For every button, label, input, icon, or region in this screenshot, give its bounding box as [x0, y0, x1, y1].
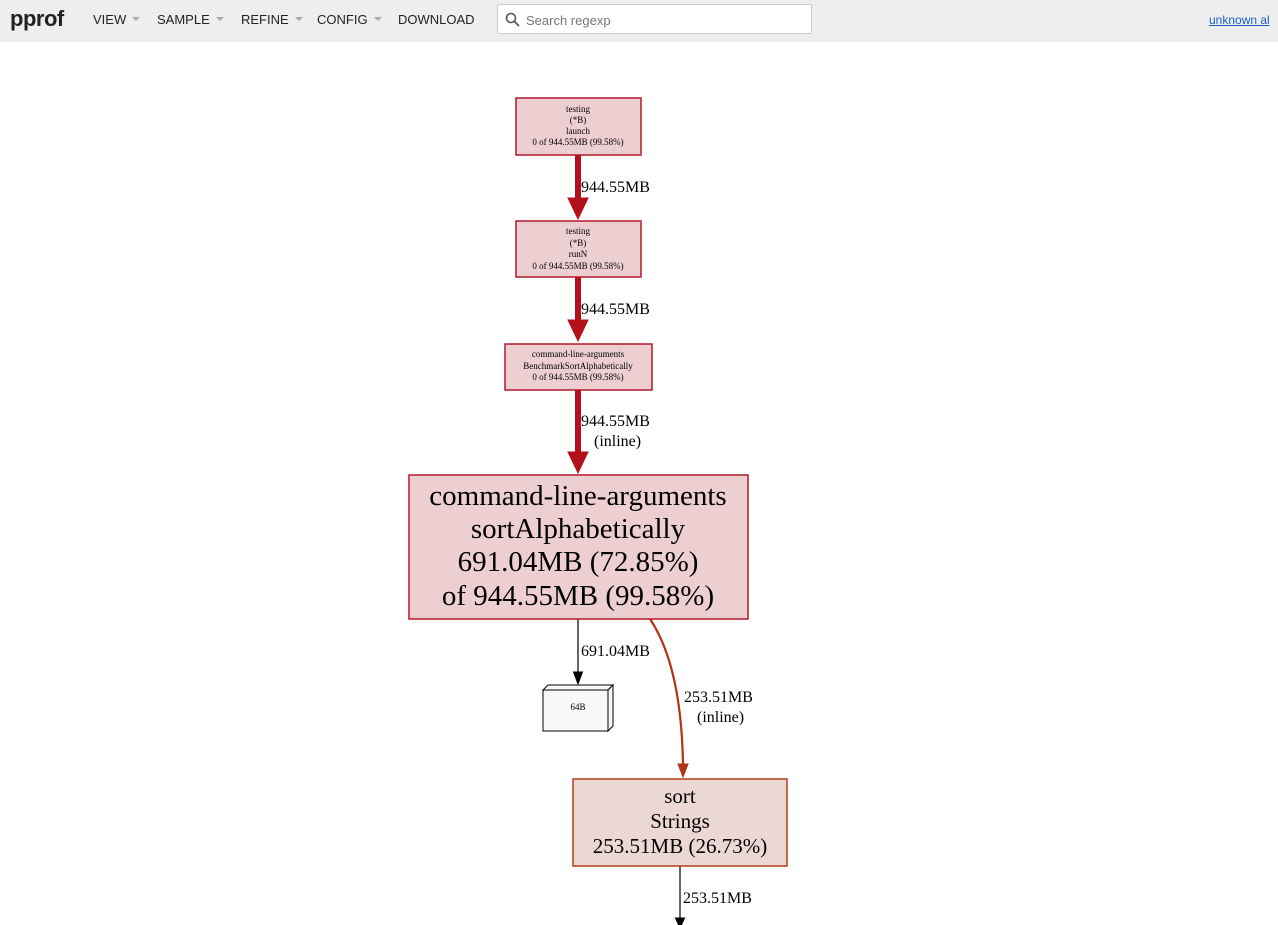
node-64b-allocation-box[interactable]: 64B: [541, 683, 615, 733]
node-text-line: 691.04MB (72.85%): [458, 546, 699, 578]
edge-runn-to-benchmark[interactable]: 944.55MB: [567, 277, 650, 343]
node-text-line: testing: [566, 226, 590, 236]
node-text-line: command-line-arguments: [532, 349, 625, 359]
node-text-line: 64B: [570, 702, 585, 712]
edge-label: 944.55MB: [581, 301, 650, 318]
search-icon: [505, 12, 520, 27]
node-text-line: 0 of 944.55MB (99.58%): [532, 261, 623, 271]
menu-config[interactable]: CONFIG: [317, 12, 382, 27]
caret-down-icon: [294, 16, 303, 21]
node-text-line: Strings: [650, 809, 710, 833]
node-testing-b-runn[interactable]: testing (*B) runN 0 of 944.55MB (99.58%): [515, 220, 642, 278]
node-benchmark-sort-alphabetically[interactable]: command-line-arguments BenchmarkSortAlph…: [504, 343, 653, 391]
menu-refine[interactable]: REFINE: [241, 12, 303, 27]
node-text-line: BenchmarkSortAlphabetically: [523, 361, 633, 371]
node-sort-strings[interactable]: sort Strings 253.51MB (26.73%): [572, 778, 788, 867]
node-text-line: sortAlphabetically: [471, 513, 686, 545]
edge-launch-to-runn[interactable]: 944.55MB: [567, 155, 650, 221]
edge-sort-strings-outgoing[interactable]: 253.51MB: [674, 866, 752, 925]
node-text-line: runN: [569, 249, 588, 259]
top-toolbar: pprof VIEW SAMPLE REFINE CONFIG DOWNLOAD…: [0, 0, 1278, 42]
edge-label: 944.55MB: [581, 413, 650, 430]
edge-label: 691.04MB: [581, 643, 650, 660]
edge-label-inline: (inline): [594, 433, 641, 450]
node-sort-alphabetically[interactable]: command-line-arguments sortAlphabeticall…: [408, 474, 749, 620]
node-text-line: command-line-arguments: [429, 480, 726, 512]
search-box: [497, 4, 812, 34]
edge-sortalphabetically-to-sort-strings[interactable]: 253.51MB (inline): [649, 618, 753, 779]
call-graph: 944.55MB 944.55MB 944.55MB (inline) 691.…: [408, 97, 788, 925]
edge-label-inline: (inline): [697, 709, 744, 726]
menu-view[interactable]: VIEW: [93, 12, 141, 27]
menu-view-label: VIEW: [93, 12, 127, 27]
search-input[interactable]: [524, 9, 808, 31]
caret-down-icon: [215, 16, 224, 21]
node-text-line: (*B): [570, 238, 587, 248]
menu-config-label: CONFIG: [317, 12, 368, 27]
edge-label: 253.51MB: [684, 689, 753, 706]
node-text-line: launch: [566, 126, 590, 136]
edge-benchmark-to-sortalphabetically[interactable]: 944.55MB (inline): [567, 390, 650, 475]
menu-refine-label: REFINE: [241, 12, 289, 27]
node-text-line: testing: [566, 104, 590, 114]
menu-download-label: DOWNLOAD: [398, 12, 475, 27]
edge-label: 253.51MB: [683, 890, 752, 907]
menu-download[interactable]: DOWNLOAD: [398, 12, 475, 27]
menu-sample[interactable]: SAMPLE: [157, 12, 224, 27]
caret-down-icon: [132, 16, 141, 21]
node-text-line: sort: [664, 784, 696, 808]
node-text-line: 253.51MB (26.73%): [593, 834, 767, 858]
menu-sample-label: SAMPLE: [157, 12, 210, 27]
node-text-line: 0 of 944.55MB (99.58%): [532, 137, 623, 147]
pprof-logo[interactable]: pprof: [10, 6, 64, 31]
node-text-line: 0 of 944.55MB (99.58%): [532, 372, 623, 382]
node-text-line: (*B): [570, 115, 587, 125]
edge-label: 944.55MB: [581, 179, 650, 196]
node-text-line: of 944.55MB (99.58%): [442, 580, 714, 612]
user-link[interactable]: unknown al: [1209, 13, 1270, 27]
caret-down-icon: [373, 16, 382, 21]
node-testing-b-launch[interactable]: testing (*B) launch 0 of 944.55MB (99.58…: [515, 97, 642, 156]
edge-sortalphabetically-to-64b[interactable]: 691.04MB: [572, 619, 650, 686]
